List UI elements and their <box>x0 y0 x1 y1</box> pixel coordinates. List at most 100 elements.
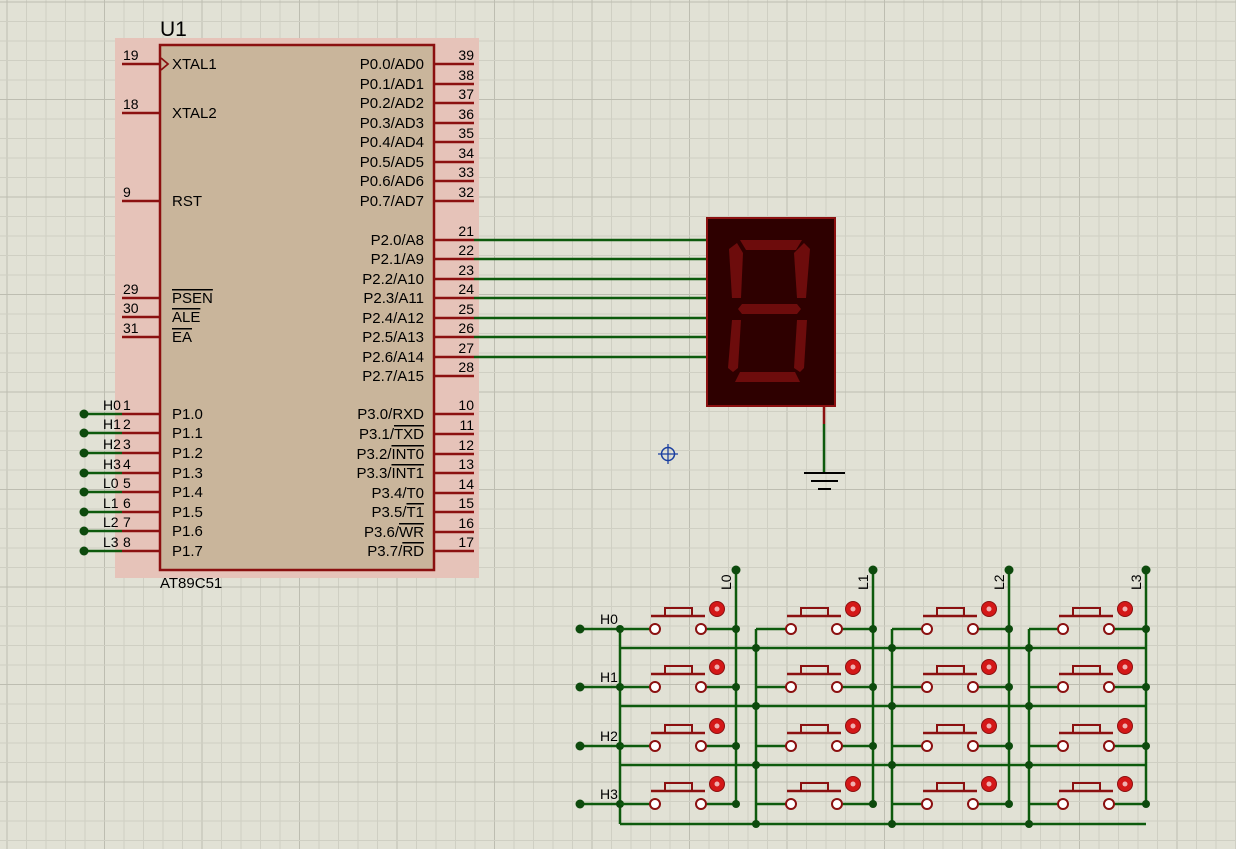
pin-name: P2.0/A8 <box>371 232 424 249</box>
column-label: L0 <box>718 574 734 590</box>
column-terminal[interactable] <box>1004 565 1014 575</box>
pin-name: P1.7 <box>172 543 203 560</box>
chip-body[interactable] <box>158 43 436 572</box>
net-terminal[interactable] <box>79 487 89 497</box>
pin-name: P3.2/INT0 <box>356 446 424 463</box>
row-terminal[interactable] <box>575 799 585 809</box>
keypad-button[interactable] <box>620 659 740 693</box>
button-actuator-center <box>986 723 992 729</box>
keypad-button[interactable] <box>1029 718 1150 752</box>
net-label: H3 <box>103 456 121 472</box>
column-terminal[interactable] <box>731 565 741 575</box>
net-terminal[interactable] <box>79 507 89 517</box>
pin-name-inverted: RD <box>402 543 424 560</box>
pin-number: 36 <box>458 106 474 122</box>
keypad-button[interactable] <box>756 776 877 810</box>
keypad-button[interactable] <box>892 776 1013 810</box>
column-terminal[interactable] <box>868 565 878 575</box>
seven-segment-display[interactable] <box>706 217 845 490</box>
net-terminal[interactable] <box>79 409 89 419</box>
junction-dot <box>1142 683 1150 691</box>
display-segments <box>728 240 810 382</box>
keypad-button[interactable] <box>1029 601 1150 635</box>
junction-dot <box>888 644 896 652</box>
junction-dot <box>1005 683 1013 691</box>
keypad-button[interactable] <box>892 601 1013 635</box>
pin-number: 8 <box>123 534 131 550</box>
pin-number: 16 <box>458 515 474 531</box>
pin-name: P1.3 <box>172 465 203 482</box>
net-label: H2 <box>103 436 121 452</box>
button-contact <box>921 623 933 635</box>
keypad-button[interactable] <box>1029 659 1150 693</box>
pin-name-prefix: P2.7/A15 <box>362 368 424 385</box>
junction-dot <box>869 742 877 750</box>
pin-name-inverted: INT1 <box>391 465 424 482</box>
row-terminal[interactable] <box>575 624 585 634</box>
pin-number: 39 <box>458 47 474 63</box>
keypad-button[interactable] <box>620 776 740 810</box>
pin-number: 22 <box>458 242 474 258</box>
button-contact <box>649 681 661 693</box>
pin-name-prefix: P2.3/A11 <box>363 290 424 307</box>
button-contact <box>1103 681 1115 693</box>
pin-number: 27 <box>458 340 474 356</box>
junction-dot <box>888 820 896 828</box>
pin-name-inverted: INT0 <box>391 446 424 463</box>
pin-name-prefix: P3.7/ <box>367 543 403 560</box>
button-cap <box>936 782 965 792</box>
row-label: H3 <box>600 786 618 802</box>
microcontroller-u1[interactable]: U1 AT89C51 19XTAL118XTAL29RST29PSEN30ALE… <box>79 18 480 592</box>
keypad-button[interactable] <box>756 659 877 693</box>
pin-name-prefix: P2.4/A12 <box>362 310 424 327</box>
button-contact <box>785 681 797 693</box>
row-terminal[interactable] <box>575 741 585 751</box>
button-cap <box>936 665 965 675</box>
button-contact <box>695 740 707 752</box>
display-segment <box>794 320 807 372</box>
keypad-button[interactable] <box>892 718 1013 752</box>
keypad-button[interactable] <box>892 659 1013 693</box>
pin-number: 18 <box>123 96 139 112</box>
keypad-button[interactable] <box>1029 776 1150 810</box>
column-terminal[interactable] <box>1141 565 1151 575</box>
net-terminal[interactable] <box>79 448 89 458</box>
right-pins: 39P0.0/AD038P0.1/AD137P0.2/AD236P0.3/AD3… <box>356 47 474 560</box>
junction-dot <box>869 625 877 633</box>
button-contact <box>1103 623 1115 635</box>
net-terminal[interactable] <box>79 428 89 438</box>
pin-name: P3.3/INT1 <box>356 465 424 482</box>
pin-name: P2.4/A12 <box>362 310 424 327</box>
keypad-button[interactable] <box>756 601 877 635</box>
junction-dot <box>869 683 877 691</box>
junction-dot <box>888 702 896 710</box>
button-cap <box>664 724 693 734</box>
junction-dot <box>1142 742 1150 750</box>
display-segment <box>738 304 801 314</box>
pin-name: P0.2/AD2 <box>360 95 424 112</box>
junction-dot <box>1142 800 1150 808</box>
button-contact <box>1103 740 1115 752</box>
pin-number: 26 <box>458 320 474 336</box>
keypad-button[interactable] <box>620 601 740 635</box>
net-terminal[interactable] <box>79 468 89 478</box>
net-terminal[interactable] <box>79 546 89 556</box>
pin-number: 19 <box>123 47 139 63</box>
row-label: H0 <box>600 611 618 627</box>
display-segment <box>735 372 800 382</box>
keypad-button[interactable] <box>756 718 877 752</box>
net-terminal[interactable] <box>79 526 89 536</box>
pin-number: 3 <box>123 436 131 452</box>
pin-name: P3.1/TXD <box>359 426 424 443</box>
button-contact <box>1057 798 1069 810</box>
button-contact <box>831 798 843 810</box>
pin-name: P1.5 <box>172 504 203 521</box>
pin-number: 1 <box>123 397 131 413</box>
pin-name: P0.6/AD6 <box>360 173 424 190</box>
keypad-button[interactable] <box>620 718 740 752</box>
row-terminal[interactable] <box>575 682 585 692</box>
pin-name: P2.6/A14 <box>362 349 424 366</box>
pin-name: P1.1 <box>172 425 203 442</box>
